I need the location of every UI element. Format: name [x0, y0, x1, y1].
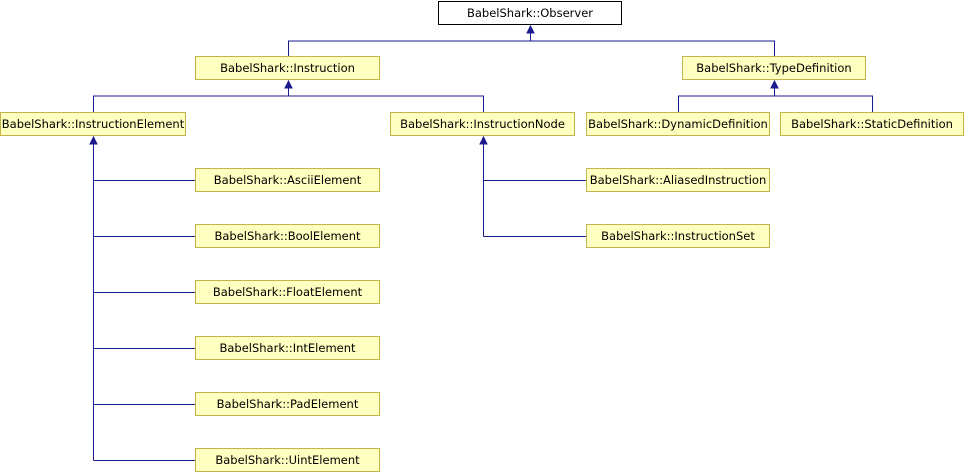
node-int-element[interactable]: BabelShark::IntElement	[195, 336, 380, 360]
edge-dynamic_definition-to-type_definition	[678, 95, 775, 112]
node-instruction[interactable]: BabelShark::Instruction	[195, 56, 380, 80]
node-static-definition[interactable]: BabelShark::StaticDefinition	[780, 112, 964, 136]
edge-type_definition-to-observer	[530, 40, 775, 56]
node-instruction-set[interactable]: BabelShark::InstructionSet	[586, 224, 770, 248]
node-dynamic-definition[interactable]: BabelShark::DynamicDefinition	[586, 112, 770, 136]
arrowhead-instruction	[284, 79, 293, 89]
node-ascii-element[interactable]: BabelShark::AsciiElement	[195, 168, 380, 192]
edges-layer	[89, 24, 873, 461]
node-observer[interactable]: BabelShark::Observer	[438, 1, 622, 25]
arrowhead-instruction_element	[89, 135, 98, 145]
node-instruction-node[interactable]: BabelShark::InstructionNode	[390, 112, 575, 136]
edge-instruction_element-to-instruction	[93, 95, 289, 112]
node-instruction-element[interactable]: BabelShark::InstructionElement	[0, 112, 186, 136]
edge-instruction-to-observer	[288, 40, 531, 56]
node-aliased-instruction[interactable]: BabelShark::AliasedInstruction	[586, 168, 770, 192]
node-uint-element[interactable]: BabelShark::UintElement	[195, 448, 380, 472]
node-type-definition[interactable]: BabelShark::TypeDefinition	[682, 56, 866, 80]
node-bool-element[interactable]: BabelShark::BoolElement	[195, 224, 380, 248]
arrowhead-observer	[526, 24, 535, 34]
edge-instruction_node-to-instruction	[288, 95, 484, 112]
arrowhead-type_definition	[770, 79, 779, 89]
arrowhead-instruction_node	[479, 135, 488, 145]
node-pad-element[interactable]: BabelShark::PadElement	[195, 392, 380, 416]
edge-static_definition-to-type_definition	[774, 95, 873, 112]
node-float-element[interactable]: BabelShark::FloatElement	[195, 280, 380, 304]
